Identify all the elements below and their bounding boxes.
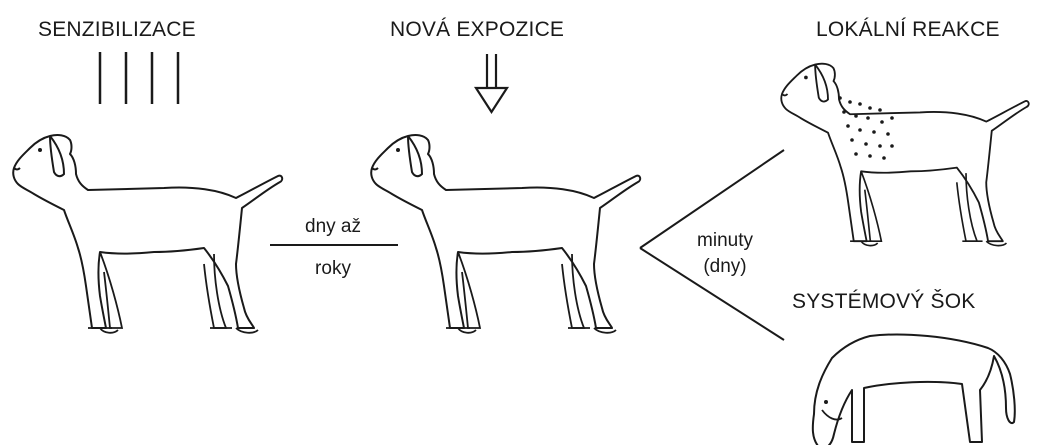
interval-label-minutes-bottom: (dny) bbox=[680, 256, 770, 278]
stage-label-local-reaction: LOKÁLNÍ REAKCE bbox=[816, 18, 1000, 42]
stage-label-sensitization: SENZIBILIZACE bbox=[38, 18, 196, 42]
interval-label-days-bottom: roky bbox=[288, 258, 378, 280]
interval-label-minutes-top: minuty bbox=[680, 230, 770, 252]
double-down-arrow-icon bbox=[476, 54, 507, 112]
interval-label-days-top: dny až bbox=[288, 216, 378, 238]
dog-new-exposure-icon bbox=[371, 135, 640, 333]
stage-label-new-exposure: NOVÁ EXPOZICE bbox=[390, 18, 564, 42]
stage-label-systemic-shock: SYSTÉMOVÝ ŠOK bbox=[792, 290, 975, 314]
dog-local-reaction-icon bbox=[781, 64, 1028, 246]
dog-sensitization-icon bbox=[13, 135, 282, 333]
vertical-bars-icon bbox=[100, 52, 178, 104]
dog-systemic-shock-icon bbox=[813, 335, 1015, 445]
